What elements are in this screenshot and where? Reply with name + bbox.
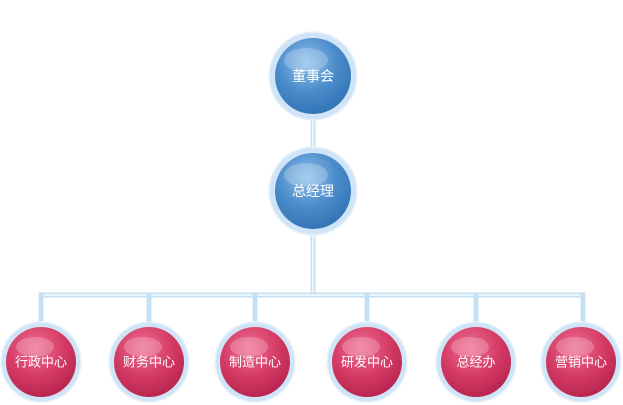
node-dept-3-label: 制造中心: [229, 356, 281, 371]
node-dept-1: 行政中心: [0, 321, 82, 403]
node-general-manager: 总经理: [268, 146, 358, 236]
node-dept-4: 研发中心: [326, 321, 408, 403]
node-dept-6-circle: [546, 327, 616, 397]
node-dept-6-label: 营销中心: [555, 356, 607, 371]
node-dept-2-label: 财务中心: [123, 355, 175, 371]
node-dept-1-circle: [6, 327, 76, 397]
node-dept-5-label: 总经办: [456, 356, 495, 371]
node-general-manager-label: 总经理: [292, 184, 334, 200]
node-general-manager-circle: [275, 153, 351, 229]
node-dept-3-circle: [220, 327, 290, 397]
node-dept-2-circle: [114, 327, 184, 397]
connector-lines: [38, 113, 586, 325]
node-board-circle: [275, 38, 351, 114]
node-dept-5: 总经办: [435, 321, 517, 403]
node-dept-5-circle: [441, 327, 511, 397]
node-dept-6: 营销中心: [540, 321, 622, 403]
node-board: 董事会: [268, 31, 358, 121]
node-dept-4-circle: [332, 327, 402, 397]
node-dept-1-label: 行政中心: [15, 356, 67, 371]
node-board-label: 董事会: [292, 69, 334, 85]
node-dept-3: 制造中心: [214, 321, 296, 403]
node-dept-4-label: 研发中心: [341, 355, 393, 371]
node-dept-2: 财务中心: [108, 321, 190, 403]
